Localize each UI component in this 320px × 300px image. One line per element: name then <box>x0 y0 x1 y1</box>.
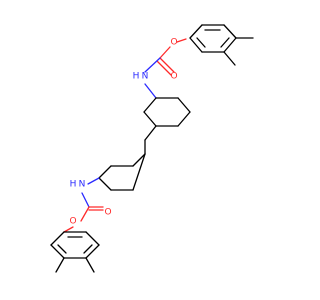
top-nitrogen-label: N <box>142 72 149 82</box>
upper-carbonyl-bond-b <box>156 60 172 76</box>
lower-cyclohexane-bond-3 <box>98 165 112 179</box>
lower-nitrogen-ring-bond <box>87 177 100 185</box>
upper-aryl-bond-3 <box>223 24 237 39</box>
lower-cyclohexane-bond-1 <box>132 153 146 167</box>
bottom-ester-oxygen-label: O <box>69 217 76 227</box>
upper-carbamate-group <box>144 38 187 99</box>
lower-carbamate-group <box>63 177 104 233</box>
top-carbonyl-oxygen-label: O <box>170 72 177 82</box>
upper-aryl-double-bond-2 <box>220 37 230 48</box>
lower-aryl-double-bond-1 <box>57 244 67 254</box>
upper-ester-bond <box>159 46 171 59</box>
upper-cyclohexane-bond-5 <box>143 111 157 127</box>
lower-cyclohexane-bond-4 <box>98 177 112 191</box>
lower-aryl-oxygen-bond <box>63 226 74 233</box>
lower-aryl-bond-2 <box>50 244 65 259</box>
top-ester-oxygen-label: O <box>170 38 177 48</box>
upper-aryl-bond-4 <box>223 37 237 53</box>
lower-cyclohexane-bond-6 <box>132 153 146 191</box>
upper-cyclohexane-ring <box>143 97 191 127</box>
upper-aryl-ring <box>189 24 254 66</box>
bottom-hydrogen-label: H <box>70 180 77 190</box>
molecule-structure-canvas: O O N H N H O O <box>50 24 254 273</box>
lower-aryl-bond-5 <box>85 231 100 246</box>
lower-ester-bond <box>80 206 90 222</box>
lower-amide-bond <box>81 192 90 208</box>
upper-cyclohexane-bond-2 <box>177 97 191 113</box>
lower-methyl-2 <box>85 257 95 273</box>
lower-aryl-bond-1 <box>50 231 65 246</box>
lower-cyclohexane-ring <box>98 153 146 191</box>
chemical-structure-drawing: O O N H N H O O <box>50 24 254 273</box>
upper-amide-bond <box>144 57 161 73</box>
lower-aryl-ring <box>50 231 100 273</box>
upper-carbonyl-bond-a <box>159 57 175 73</box>
lower-methyl-1 <box>55 257 65 273</box>
upper-nitrogen-ring-bond <box>144 83 157 99</box>
upper-aryl-bond-6 <box>189 37 203 53</box>
upper-aryl-oxygen-bond <box>176 38 187 43</box>
bridge-bond-upper <box>144 125 157 141</box>
upper-methyl-2 <box>223 51 236 66</box>
lower-aryl-bond-4 <box>85 244 100 259</box>
bottom-nitrogen-label: N <box>79 180 86 190</box>
upper-cyclohexane-bond-6 <box>143 97 157 113</box>
lower-aryl-double-bond-2 <box>83 244 93 254</box>
upper-cyclohexane-bond-3 <box>177 111 191 127</box>
upper-aryl-double-bond-3 <box>196 37 206 48</box>
methylene-bridge <box>144 125 157 155</box>
top-hydrogen-label: H <box>133 72 140 82</box>
upper-aryl-bond-1 <box>189 24 203 39</box>
bottom-carbonyl-oxygen-label: O <box>104 208 111 218</box>
